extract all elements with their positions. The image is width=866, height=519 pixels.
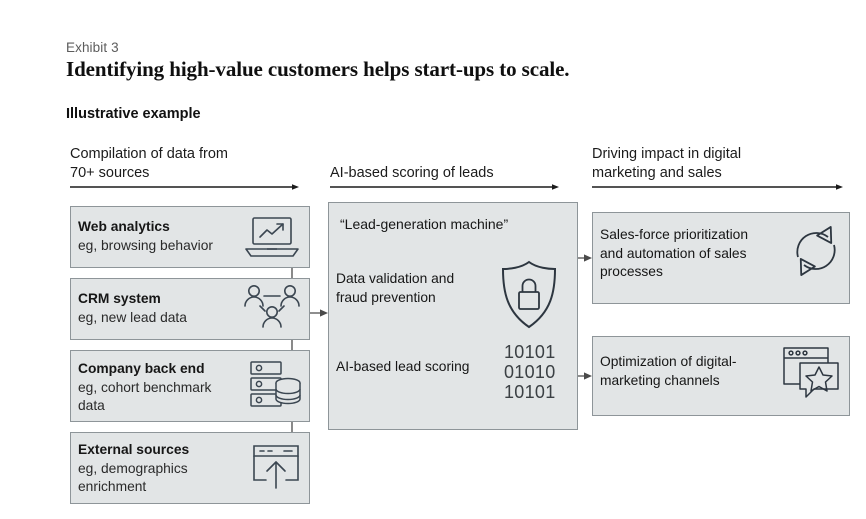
browser-star-icon bbox=[780, 344, 844, 411]
source-example-crm-system: eg, new lead data bbox=[78, 309, 187, 325]
column-heading-compilation: Compilation of data from 70+ sources bbox=[70, 146, 228, 181]
engine-title: “Lead-generation machine” bbox=[340, 216, 509, 232]
engine-row-lead-scoring-label: AI-based lead scoring bbox=[336, 359, 470, 374]
column-heading-impact: Driving impact in digital marketing and … bbox=[592, 146, 742, 181]
circular-arrows-icon bbox=[787, 222, 845, 285]
column-rule-impact bbox=[592, 183, 843, 195]
column-rule-compilation bbox=[70, 183, 299, 195]
exhibit-label: Exhibit 3 bbox=[66, 40, 119, 55]
outcome-label-sales-force: Sales-force prioritization and automatio… bbox=[600, 227, 748, 279]
source-example-web-analytics: eg, browsing behavior bbox=[78, 237, 213, 253]
server-database-icon bbox=[248, 358, 304, 417]
engine-panel[interactable] bbox=[328, 202, 578, 430]
source-example-external-sources: eg, demographics enrichment bbox=[78, 460, 188, 495]
page-title: Identifying high-value customers helps s… bbox=[66, 57, 570, 81]
engine-row-data-validation-label: Data validation and fraud prevention bbox=[336, 271, 455, 305]
source-example-company-backend: eg, cohort benchmark data bbox=[78, 379, 212, 414]
binary-line-3: 10101 bbox=[504, 382, 556, 402]
binary-line-1: 10101 bbox=[504, 342, 556, 362]
source-title-external-sources: External sources bbox=[78, 442, 190, 457]
source-title-web-analytics: Web analytics bbox=[78, 219, 170, 234]
source-title-crm-system: CRM system bbox=[78, 291, 161, 306]
source-card-web-analytics[interactable] bbox=[70, 206, 310, 268]
binary-digits-icon: 10101 01010 10101 bbox=[504, 342, 556, 402]
source-card-external-sources-text: External sources eg, demographics enrich… bbox=[78, 441, 243, 497]
subtitle: Illustrative example bbox=[66, 106, 201, 122]
source-card-company-backend-text: Company back end eg, cohort benchmark da… bbox=[78, 360, 243, 416]
source-card-crm-system[interactable] bbox=[70, 278, 310, 340]
column-rule-scoring bbox=[330, 183, 559, 195]
column-heading-scoring: AI-based scoring of leads bbox=[330, 165, 494, 181]
people-network-icon bbox=[241, 283, 303, 340]
source-card-crm-system-text: CRM system eg, new lead data bbox=[78, 290, 238, 327]
source-card-web-analytics-text: Web analytics eg, browsing behavior bbox=[78, 218, 238, 255]
upload-window-icon bbox=[248, 440, 304, 499]
shield-lock-icon bbox=[495, 258, 563, 337]
binary-line-2: 01010 bbox=[504, 362, 556, 382]
outcome-card-sales-force[interactable] bbox=[592, 212, 850, 304]
source-title-company-backend: Company back end bbox=[78, 361, 205, 376]
laptop-chart-icon bbox=[243, 214, 301, 265]
outcome-label-optimization: Optimization of digital- marketing chann… bbox=[600, 354, 737, 388]
